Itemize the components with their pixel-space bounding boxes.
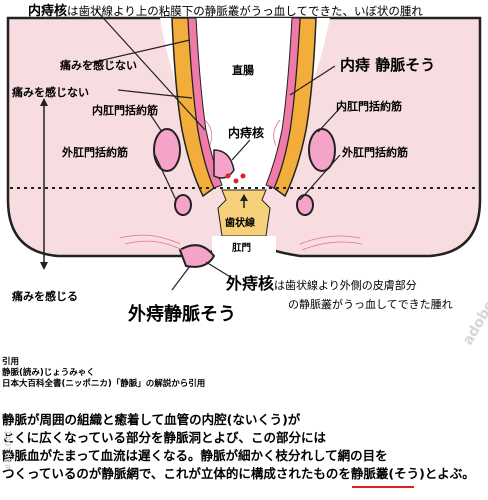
watermark-id: #491001 bbox=[4, 429, 13, 470]
description-line-3: 静脈血がたまって血流は遅くなる。静脈が細かく枝分れして網の目を bbox=[2, 448, 388, 463]
header-line: 内痔核は歯状線より上の粘膜下の静脈叢がうっ血してできた、いぼ状の腫れ bbox=[28, 0, 423, 19]
internal-plexus-label: 内痔 静脈そう bbox=[340, 56, 436, 74]
description-line-1: 静脈が周囲の組織と癒着して血管の内腔(ないくう)が bbox=[2, 412, 301, 427]
external-hemorrhoid-term: 外痔核 bbox=[226, 274, 275, 293]
anus-label: 肛門 bbox=[232, 243, 252, 254]
dentate-line-label: 歯状線 bbox=[225, 218, 255, 229]
venous-plexus-lines bbox=[119, 119, 363, 251]
dentate-arrow-head bbox=[240, 194, 248, 201]
no-pain-label-1: 痛みを感じない bbox=[60, 59, 137, 72]
right-muscle-band bbox=[265, 17, 301, 189]
right-internal-sphincter bbox=[308, 128, 336, 172]
internal-hemorrhoid bbox=[213, 149, 235, 179]
internal-sphincter-label-left: 内肛門括約筋 bbox=[92, 104, 158, 117]
rectum-lumen bbox=[160, 18, 330, 190]
header-term: 内痔核 bbox=[28, 4, 68, 19]
left-muscle-band bbox=[187, 17, 223, 189]
description-line-2: とくに広くなっている部分を静脈洞とよび、この部分には bbox=[2, 430, 327, 445]
anal-opening bbox=[212, 236, 276, 256]
left-internal-sphincter bbox=[153, 128, 181, 172]
header-note: は歯状線より上の粘膜下の静脈叢がうっ血してできた、いぼ状の腫れ bbox=[67, 4, 423, 18]
right-external-sphincter bbox=[296, 194, 314, 216]
rectum-label: 直腸 bbox=[232, 64, 254, 77]
internal-sphincter-label-right: 内肛門括約筋 bbox=[336, 100, 402, 113]
highlight-underline bbox=[352, 486, 414, 488]
external-sphincter-label-left: 外肛門括約筋 bbox=[62, 146, 128, 159]
description-line-4: つくっているのが静脈網で、これが立体的に構成されたものを静脈叢(そう)とよぶ。 bbox=[2, 466, 475, 481]
pain-arrow-bottom bbox=[40, 262, 48, 270]
pain-arrow-top bbox=[40, 98, 48, 106]
external-hemorrhoid-note-2: の静脈叢がうっ血してできた腫れ bbox=[288, 298, 453, 311]
citation-entry: 静脈(読み)じょうみゃく bbox=[2, 368, 95, 378]
external-sphincter-label-right: 外肛門括約筋 bbox=[342, 146, 408, 159]
blood-drop-2 bbox=[233, 178, 239, 184]
blood-drop-3 bbox=[240, 173, 246, 179]
citation-heading: 引用 bbox=[2, 357, 20, 367]
left-external-sphincter bbox=[174, 194, 192, 216]
external-hemorrhoid-note-1: は歯状線より外側の皮膚部分 bbox=[274, 279, 417, 292]
external-plexus-label: 外痔静脈そう bbox=[128, 304, 236, 325]
external-hemorrhoid-caption: 外痔核は歯状線より外側の皮膚部分 bbox=[226, 270, 417, 294]
citation-source: 日本大百科全書(ニッポニカ)「静脈」の解説から引用 bbox=[2, 379, 206, 389]
blood-drop-1 bbox=[225, 173, 231, 179]
internal-hemorrhoid-label: 内痔核 bbox=[228, 126, 265, 140]
external-hemorrhoid bbox=[178, 244, 216, 268]
leader-lines bbox=[89, 9, 341, 291]
pain-label: 痛みを感じる bbox=[12, 290, 78, 303]
no-pain-label-2: 痛みを感じない bbox=[12, 86, 89, 99]
